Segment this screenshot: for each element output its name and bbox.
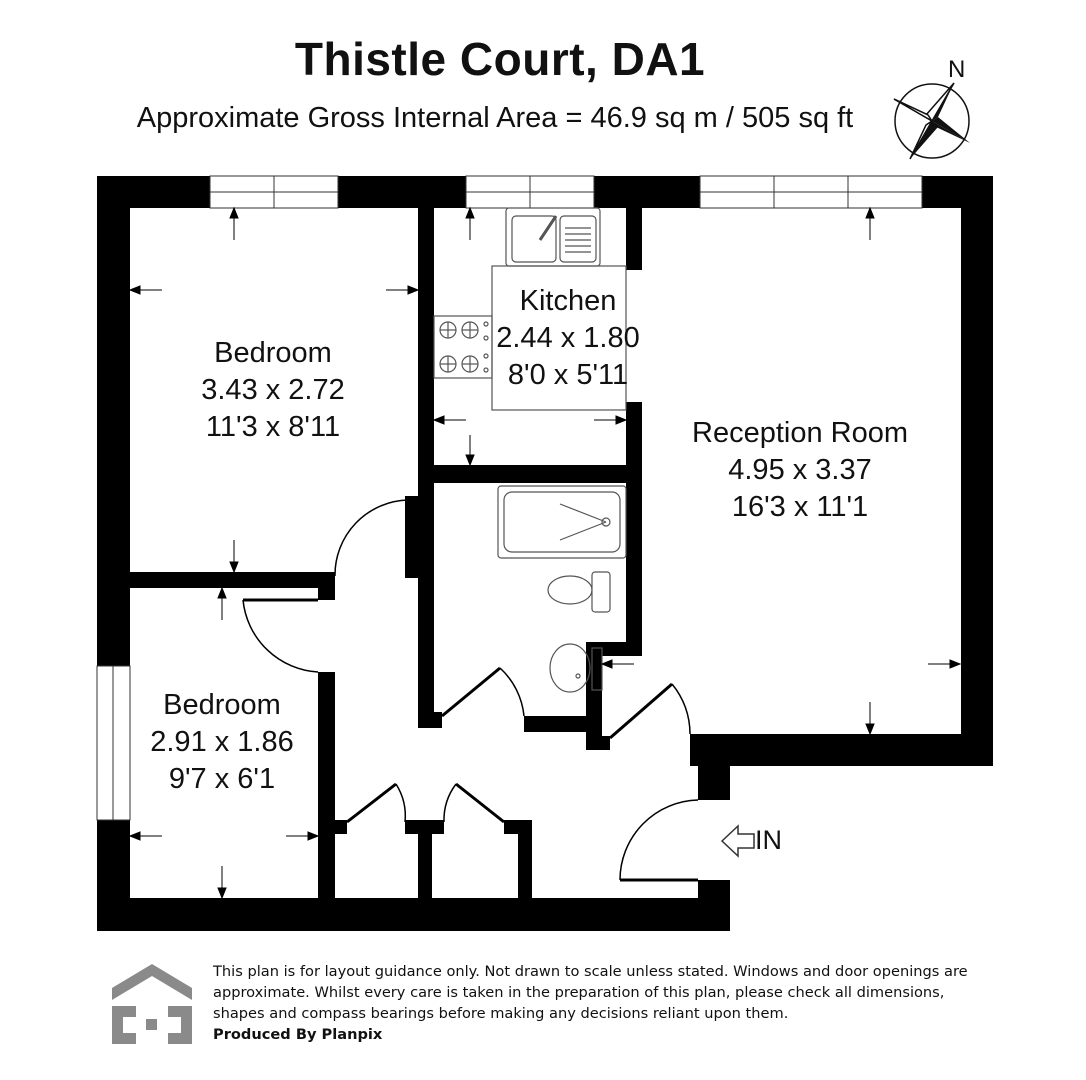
- room-metric: 2.91 x 1.86: [150, 726, 294, 758]
- hob-icon: [433, 315, 493, 379]
- area-subtitle: Approximate Gross Internal Area = 46.9 s…: [136, 102, 854, 134]
- room-name: Bedroom: [214, 337, 332, 369]
- compass-icon: N: [893, 56, 970, 160]
- toilet-icon: [547, 575, 593, 605]
- planpix-logo-icon: [112, 964, 192, 1044]
- room-name: Kitchen: [519, 285, 617, 317]
- bath-icon: [497, 485, 627, 559]
- disclaimer-text: This plan is for layout guidance only. N…: [213, 963, 968, 1022]
- sink-icon: [505, 207, 601, 267]
- entrance-arrow-icon: [720, 824, 755, 858]
- kitchen-label: Kitchen 2.44 x 1.80 8'0 x 5'11: [488, 283, 648, 394]
- room-metric: 4.95 x 3.37: [728, 454, 872, 486]
- room-imperial: 8'0 x 5'11: [507, 359, 629, 391]
- produced-by: Produced By Planpix: [213, 1026, 383, 1043]
- page-title: Thistle Court, DA1: [294, 33, 706, 85]
- kitchen-fixtures: [433, 207, 627, 411]
- dimension-arrows: [128, 206, 962, 900]
- disclaimer: This plan is for layout guidance only. N…: [213, 961, 993, 1045]
- entrance-label: IN: [755, 825, 782, 855]
- basin-icon: [549, 643, 591, 693]
- interior-walls: [130, 208, 642, 898]
- exterior-walls: [97, 176, 993, 931]
- room-name: Bedroom: [163, 689, 281, 721]
- room-imperial: 16'3 x 11'1: [731, 491, 869, 523]
- bathroom-fixtures: [497, 485, 627, 693]
- windows: [96, 175, 923, 821]
- room-imperial: 9'7 x 6'1: [168, 763, 276, 795]
- bedroom-2-label: Bedroom 2.91 x 1.86 9'7 x 6'1: [122, 687, 322, 798]
- bedroom-1-label: Bedroom 3.43 x 2.72 11'3 x 8'11: [168, 335, 378, 446]
- room-metric: 3.43 x 2.72: [201, 374, 345, 406]
- compass-north-label: N: [948, 56, 965, 83]
- room-name: Reception Room: [692, 417, 908, 449]
- reception-room-label: Reception Room 4.95 x 3.37 16'3 x 11'1: [660, 415, 940, 526]
- room-metric: 2.44 x 1.80: [496, 322, 640, 354]
- room-imperial: 11'3 x 8'11: [205, 411, 341, 443]
- doors: [242, 499, 699, 882]
